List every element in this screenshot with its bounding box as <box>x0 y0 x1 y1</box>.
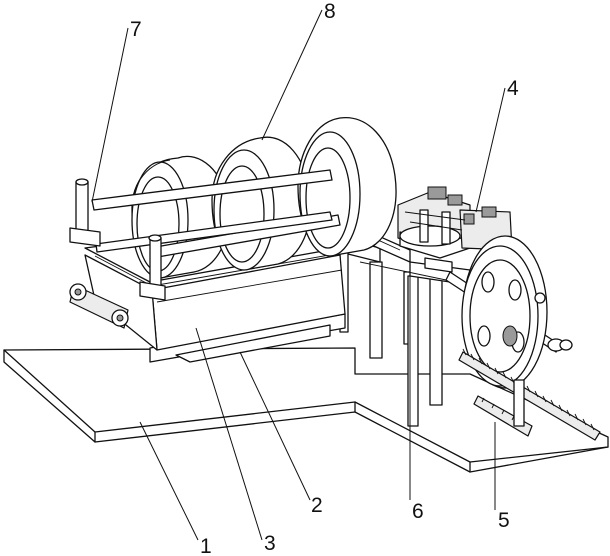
callout-5: 5 <box>498 509 510 532</box>
leader-line-8 <box>262 10 322 140</box>
callout-2: 2 <box>311 494 323 517</box>
roller-drum-middle <box>212 137 311 270</box>
callout-8: 8 <box>324 0 336 23</box>
callout-3: 3 <box>264 532 276 555</box>
leader-line-1 <box>140 422 198 540</box>
callout-7: 7 <box>130 18 142 41</box>
callout-1: 1 <box>200 535 212 556</box>
callout-6: 6 <box>412 500 424 523</box>
roller-drum-right <box>298 118 396 256</box>
callout-4: 4 <box>507 77 519 100</box>
leader-line-7 <box>92 28 128 202</box>
leader-line-4 <box>476 88 505 212</box>
